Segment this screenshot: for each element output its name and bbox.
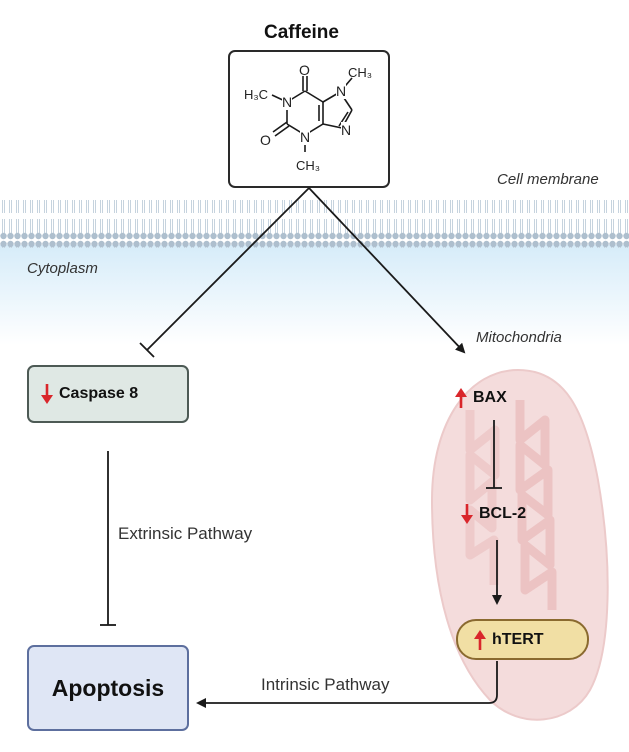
htert-node: hTERT [456,619,589,660]
atom-n1: N [282,94,293,110]
connectors [100,187,502,708]
atom-n7: N [336,83,347,99]
cytoplasm-label: Cytoplasm [27,260,98,277]
bcl2-label: BCL-2 [479,505,527,522]
caffeine-structure-box [228,50,390,188]
diagram-title: Caffeine [264,22,339,43]
atom-o-left: O [260,132,271,148]
up-arrow-icon [474,629,486,650]
caspase-8-label: Caspase 8 [59,385,139,402]
cell-membrane-label: Cell membrane [497,171,599,188]
mitochondrion [430,368,609,721]
bcl2-node: BCL-2 [461,503,526,525]
apoptosis-label: Apoptosis [51,674,165,701]
bax-label: BAX [473,389,507,406]
atom-ch3-top: CH₃ [348,65,373,80]
atom-ch3-bottom: CH₃ [296,158,321,173]
cytoplasm-region [0,245,629,345]
atom-o-top: O [299,62,310,78]
atom-n9: N [341,122,352,138]
cell-membrane [0,200,629,248]
mitochondria-label: Mitochondria [476,329,562,346]
down-arrow-icon [461,504,473,524]
apoptosis-node: Apoptosis [27,645,189,731]
caspase-8-node: Caspase 8 [27,365,189,423]
down-arrow-icon [41,384,53,404]
bax-node: BAX [455,387,507,409]
htert-label: hTERT [492,630,544,648]
up-arrow-icon [455,388,467,408]
extrinsic-pathway-label: Extrinsic Pathway [118,524,253,543]
atom-n3: N [300,129,311,145]
atom-h3c-left: H₃C [244,87,269,102]
intrinsic-pathway-label: Intrinsic Pathway [261,675,390,694]
